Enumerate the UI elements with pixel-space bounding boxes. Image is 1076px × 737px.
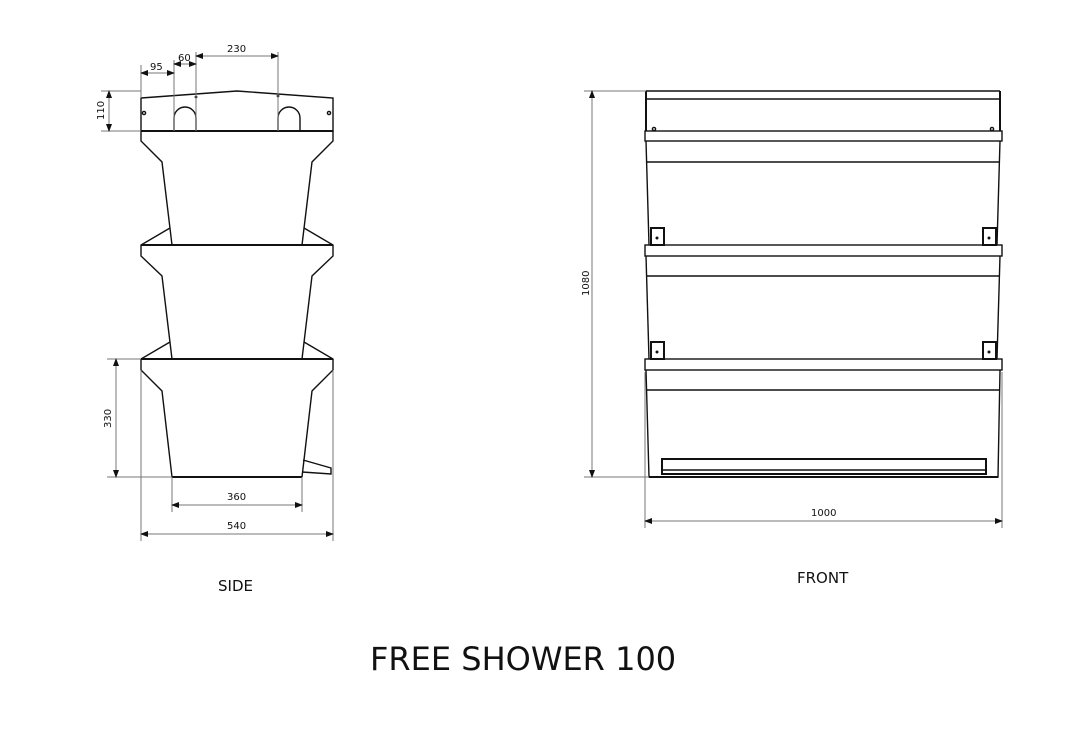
front-module-1 [644, 130, 1003, 246]
side-module-1 [140, 131, 334, 246]
side-module-2 [140, 227, 334, 360]
front-module-2 [644, 244, 1003, 360]
dim-95: 95 [150, 62, 163, 73]
front-dimensions: 1080 1000 [581, 90, 1003, 528]
dim-110: 110 [96, 101, 107, 120]
dim-1080: 1080 [581, 271, 592, 296]
side-view-label: SIDE [218, 577, 253, 595]
side-module-3 [140, 341, 334, 478]
front-view-label: FRONT [797, 569, 849, 587]
front-top-cap [645, 90, 1001, 132]
side-dimensions: 95 60 230 110 330 360 54 [96, 44, 334, 541]
front-module-3 [644, 358, 1003, 478]
side-view: 95 60 230 110 330 360 54 [96, 44, 334, 541]
dim-1000: 1000 [811, 508, 836, 519]
dim-230: 230 [227, 44, 246, 55]
side-top-cap [140, 90, 334, 132]
drawing-title: FREE SHOWER 100 [370, 640, 677, 678]
dim-360: 360 [227, 492, 246, 503]
front-view: 1080 1000 [581, 90, 1003, 528]
dim-60: 60 [178, 53, 191, 64]
dim-540: 540 [227, 521, 246, 532]
dim-330: 330 [103, 409, 114, 428]
